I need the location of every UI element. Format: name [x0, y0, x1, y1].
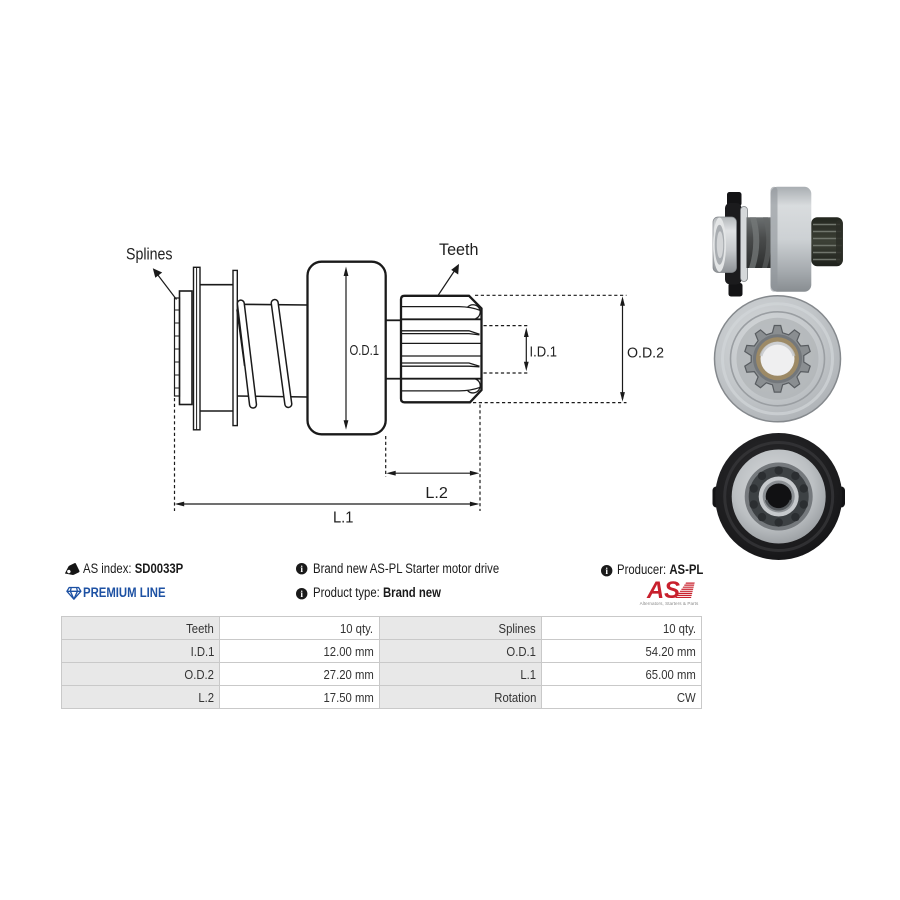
- svg-text:Teeth: Teeth: [439, 240, 479, 259]
- svg-text:L.1: L.1: [333, 509, 354, 526]
- svg-text:i: i: [300, 590, 303, 600]
- svg-text:i: i: [605, 567, 608, 577]
- svg-text:I.D.1: I.D.1: [530, 343, 558, 360]
- svg-text:O.D.2: O.D.2: [627, 345, 664, 362]
- svg-text:Splines: Splines: [126, 245, 173, 264]
- svg-text:O.D.1: O.D.1: [350, 342, 380, 359]
- svg-text:L.2: L.2: [425, 485, 448, 502]
- svg-text:i: i: [300, 565, 303, 575]
